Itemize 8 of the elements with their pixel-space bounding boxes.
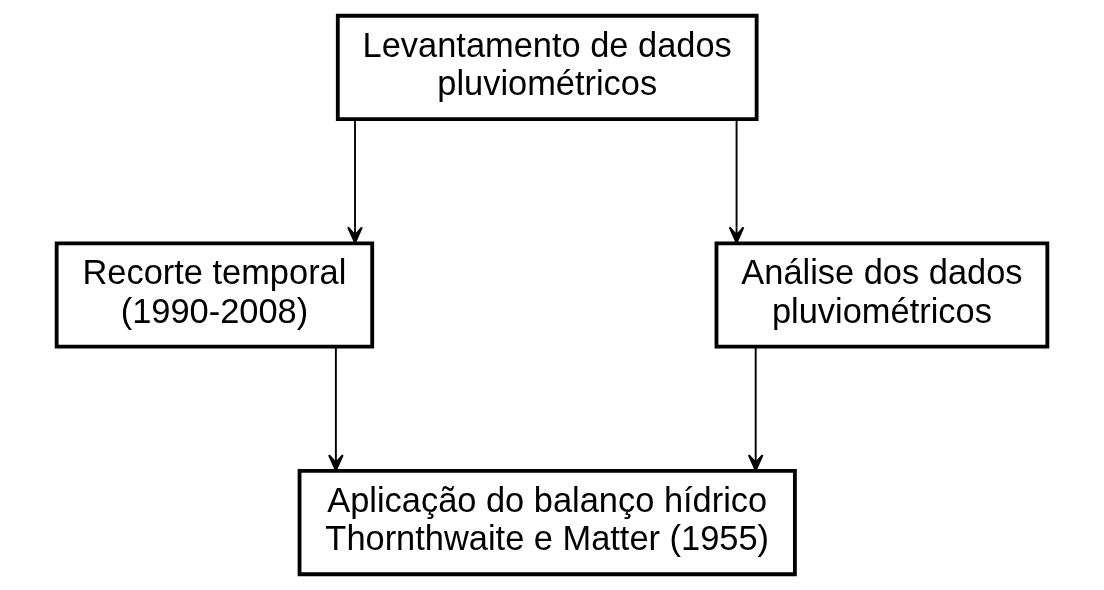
node-box: Recorte temporal (1990-2008) xyxy=(54,241,375,349)
arrow xyxy=(328,345,344,472)
node-box: Análise dos dados pluviométricos xyxy=(714,241,1050,349)
node-box: Aplicação do balanço hídrico Thornthwaite e Matter (1955) xyxy=(297,469,797,577)
node-box: Levantamento de dados pluviométricos xyxy=(335,13,759,121)
arrow xyxy=(747,345,764,472)
arrow xyxy=(347,118,363,244)
arrow xyxy=(728,118,745,244)
